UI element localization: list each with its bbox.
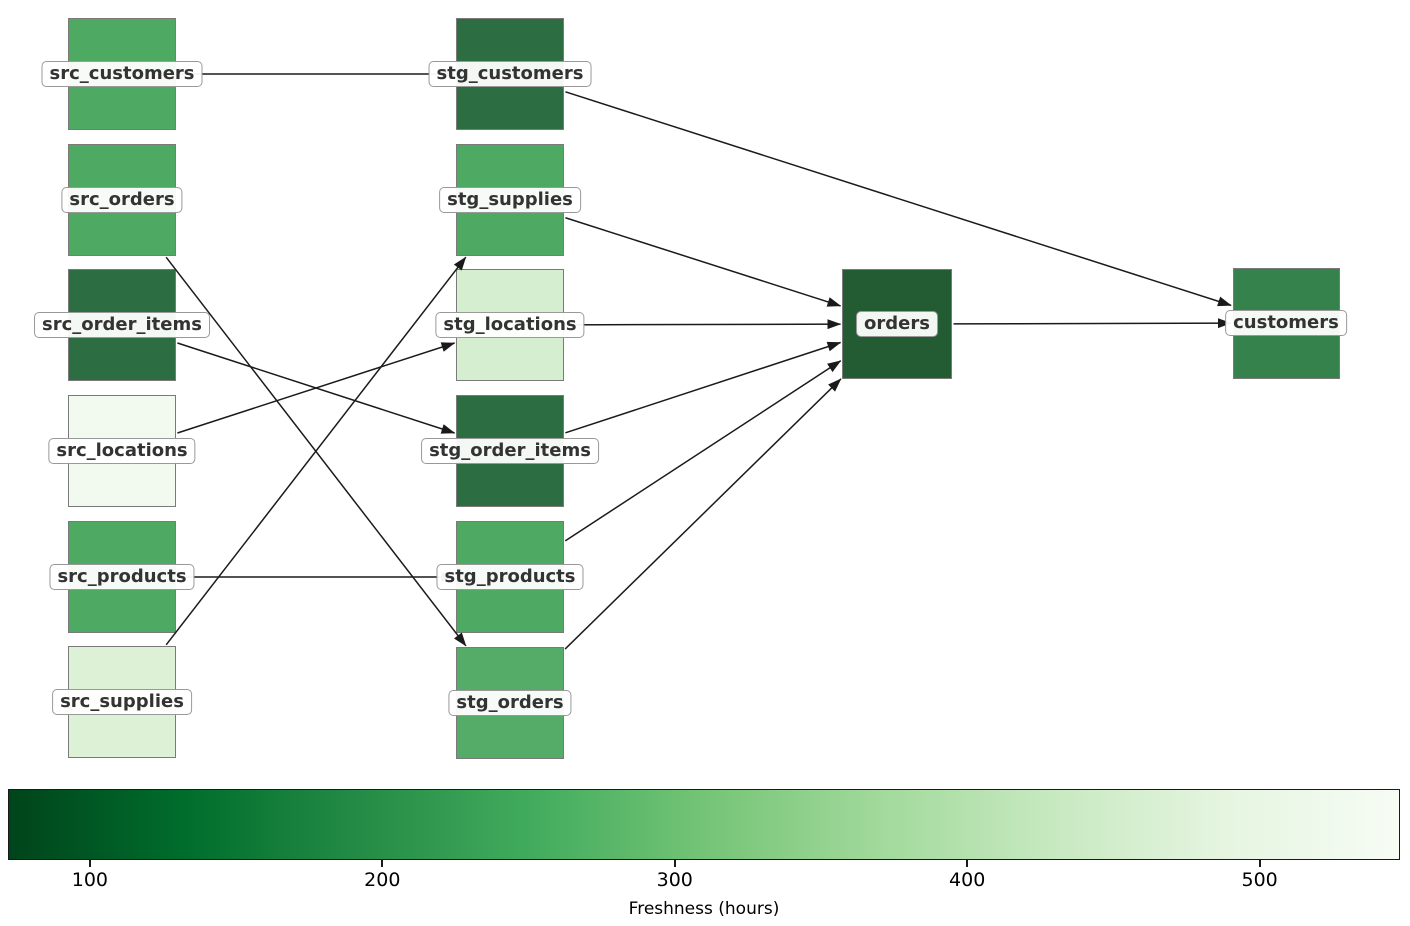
freshness-colorbar bbox=[8, 789, 1400, 860]
colorbar-tick-label: 300 bbox=[656, 869, 693, 891]
node-label-stg_supplies: stg_supplies bbox=[439, 187, 581, 213]
node-label-customers: customers bbox=[1225, 310, 1347, 336]
colorbar-tick bbox=[381, 860, 384, 867]
node-label-stg_order_items: stg_order_items bbox=[421, 438, 599, 464]
node-label-src_orders: src_orders bbox=[61, 187, 183, 213]
node-label-stg_products: stg_products bbox=[436, 564, 584, 590]
edge-orders-to-customers bbox=[953, 318, 1232, 329]
colorbar-tick-label: 400 bbox=[949, 869, 986, 891]
node-label-orders: orders bbox=[856, 311, 938, 337]
colorbar-tick bbox=[966, 860, 969, 867]
edge-stg_orders-to-orders bbox=[564, 378, 842, 650]
colorbar-tick-label: 100 bbox=[71, 869, 109, 891]
edge-src_locations-to-stg_locations bbox=[177, 342, 456, 434]
node-label-src_supplies: src_supplies bbox=[52, 689, 192, 715]
edge-src_supplies-to-stg_supplies bbox=[165, 256, 467, 646]
node-label-stg_customers: stg_customers bbox=[428, 61, 592, 87]
edge-stg_locations-to-orders bbox=[565, 319, 842, 330]
colorbar-tick bbox=[1258, 860, 1261, 867]
node-label-src_order_items: src_order_items bbox=[34, 312, 210, 338]
node-label-stg_orders: stg_orders bbox=[448, 690, 572, 716]
colorbar-tick bbox=[673, 860, 676, 867]
colorbar-tick bbox=[88, 860, 91, 867]
node-label-stg_locations: stg_locations bbox=[435, 312, 585, 338]
node-label-src_customers: src_customers bbox=[41, 61, 203, 87]
edge-stg_products-to-orders bbox=[564, 360, 842, 542]
node-label-src_products: src_products bbox=[49, 564, 195, 590]
edge-stg_customers-to-customers bbox=[565, 91, 1232, 307]
edge-stg_order_items-to-orders bbox=[565, 341, 842, 434]
colorbar-tick-label: 500 bbox=[1241, 869, 1278, 891]
edge-stg_supplies-to-orders bbox=[565, 217, 842, 307]
colorbar-tick-label: 200 bbox=[364, 869, 401, 891]
colorbar-axis-label: Freshness (hours) bbox=[628, 899, 780, 919]
node-label-src_locations: src_locations bbox=[48, 438, 196, 464]
